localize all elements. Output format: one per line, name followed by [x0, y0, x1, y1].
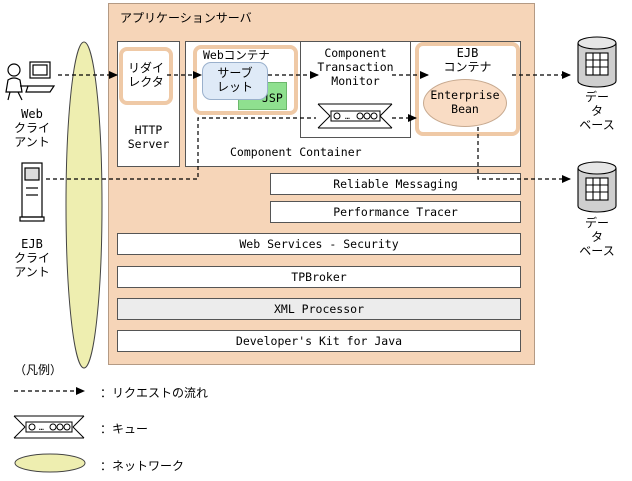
redirector-box — [119, 47, 173, 105]
servlet-box — [202, 62, 268, 100]
servlet-label: サーブ レット — [216, 66, 253, 94]
svg-text:…: … — [345, 112, 350, 121]
enterprise-bean-label: Enterprise Bean — [430, 88, 500, 116]
svg-text:…: … — [39, 423, 44, 432]
ejb-client-icon — [19, 162, 45, 222]
developers-kit-bar: Developer's Kit for Java — [117, 330, 521, 352]
tpbroker-bar: TPBroker — [117, 266, 521, 288]
enterprise-bean — [423, 79, 507, 127]
web-client-label: Web クライ アント — [13, 107, 50, 149]
redirector-label: リダイ レクタ — [127, 61, 164, 89]
legend-queue-icon: … — [13, 415, 85, 439]
ctm-label: Component Transaction Monitor — [317, 46, 394, 88]
component-container-label: Component Container — [230, 145, 362, 159]
web-client-icon — [5, 61, 56, 101]
reliable-messaging-bar: Reliable Messaging — [270, 173, 521, 195]
queue-icon: … — [317, 103, 393, 129]
http-server-label: HTTP Server — [127, 123, 170, 151]
database-2-label: デー タ ベース — [579, 216, 615, 258]
web-container-title: Webコンテナ — [203, 48, 270, 62]
performance-tracer-bar: Performance Tracer — [270, 201, 521, 223]
legend-network-icon — [14, 453, 86, 473]
database-icon — [577, 36, 617, 88]
ejb-container-title: EJB コンテナ — [443, 46, 492, 74]
network-ellipse — [65, 41, 103, 369]
legend-request-flow-label: ：リクエストの流れ — [100, 386, 209, 400]
legend-network-label: ：ネットワーク — [100, 459, 185, 473]
ejb-client-label: EJB クライ アント — [13, 237, 50, 279]
xml-processor-bar: XML Processor — [117, 298, 521, 320]
web-services-security-bar: Web Services - Security — [117, 233, 521, 255]
database-icon — [577, 161, 617, 213]
request-flow-arrows — [46, 71, 571, 183]
ctm-box — [300, 41, 411, 138]
application-server-title: アプリケーションサーバ — [120, 11, 252, 25]
legend-title: （凡例） — [14, 363, 63, 377]
legend-queue-label: ：キュー — [100, 422, 149, 436]
database-1-label: デー タ ベース — [579, 90, 615, 132]
